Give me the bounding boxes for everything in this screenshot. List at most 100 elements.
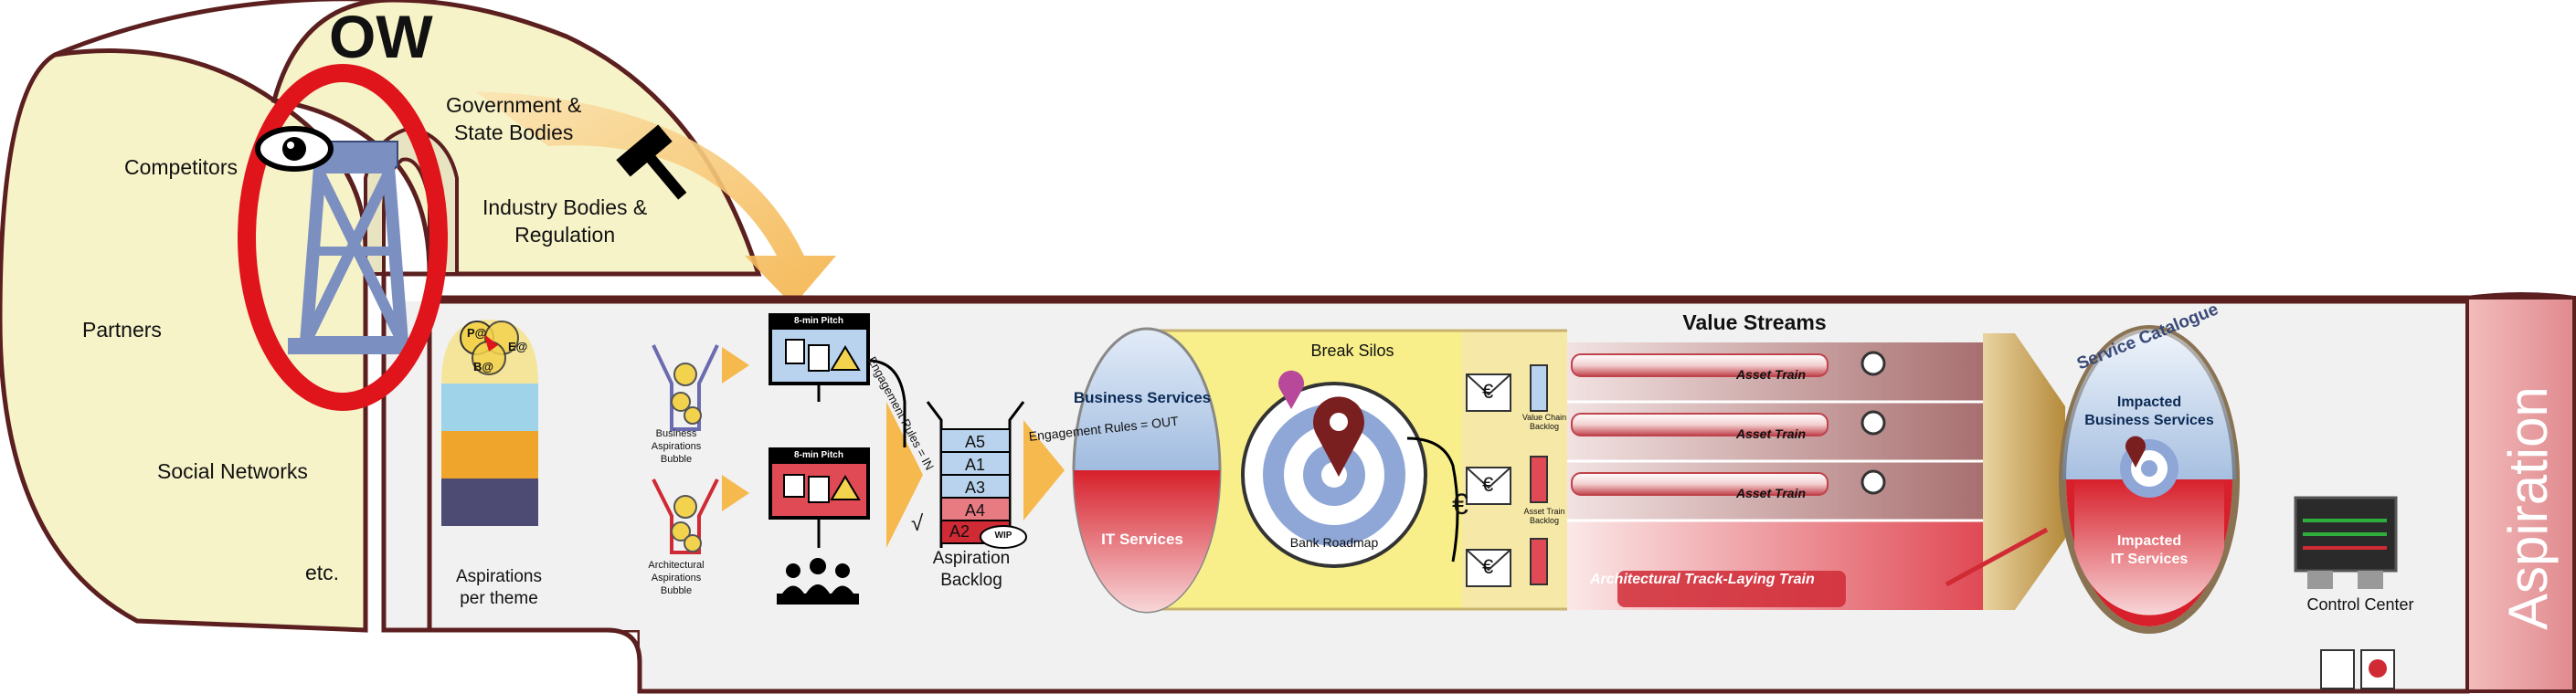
lock-icon <box>783 474 805 498</box>
aspiration-panel-label: Aspiration <box>2497 386 2559 630</box>
social-networks-label: Social Networks <box>157 459 308 483</box>
architectural-aspirations-bubble <box>652 478 719 554</box>
impacted-business-line1: Impacted <box>2116 394 2182 410</box>
ow-region <box>0 0 762 633</box>
asset-train-3-label: Asset Train <box>1736 486 1806 500</box>
venn-e: E@ <box>508 340 528 353</box>
target-icon <box>1241 382 1427 568</box>
asset-train-1-label: Asset Train <box>1736 367 1806 382</box>
asset-train-2-label: Asset Train <box>1736 426 1806 441</box>
partners-label: Partners <box>82 318 162 342</box>
aspiration-panel <box>2465 296 2576 693</box>
service-catalogue <box>2059 325 2240 634</box>
map-pin-icon <box>1313 396 1364 477</box>
venn-b: B@ <box>473 360 494 373</box>
influence-arrow <box>475 91 836 306</box>
pitch-title-bottom: 8-min Pitch <box>794 450 843 460</box>
wip-label: WIP <box>994 531 1012 541</box>
people-icon <box>777 558 859 605</box>
euro-mini-3: € <box>1482 555 1494 578</box>
train-icon <box>1571 351 1886 607</box>
warning-icon <box>830 475 861 500</box>
business-bubble-line3: Bubble <box>660 454 693 465</box>
architectural-bubble-label: Architectural Aspirations Bubble <box>648 559 704 597</box>
roadmap-flow <box>1406 436 1459 563</box>
aspiration-backlog-label: Aspiration Backlog <box>933 548 1011 592</box>
government-line2: State Bodies <box>453 121 574 144</box>
backlog-item-a2: A2 <box>949 522 970 541</box>
aspirations-line1: Aspirations <box>456 567 542 586</box>
ow-title: OW <box>329 3 433 70</box>
business-bubble-line1: Business <box>655 428 697 439</box>
output-funnel <box>1983 333 2065 610</box>
asset-train-backlog-label: Asset Train Backlog <box>1523 507 1564 525</box>
flow-arrow <box>722 347 749 384</box>
business-bubble-line2: Aspirations <box>651 441 702 452</box>
impacted-it-line1: Impacted <box>2116 533 2182 549</box>
competitors-label: Competitors <box>124 155 238 179</box>
architecture-backlog <box>1466 538 1548 587</box>
pitch-title-top: 8-min Pitch <box>794 316 843 326</box>
backlog-item-a4: A4 <box>964 501 986 520</box>
atb-line1: Asset Train <box>1523 507 1565 516</box>
value-chain-backlog-label: Value Chain Backlog <box>1522 413 1566 431</box>
value-streams-title: Value Streams <box>1682 310 1827 334</box>
aspirations-line2: per theme <box>460 589 538 608</box>
wip-badge <box>980 525 1027 549</box>
government-line1: Government & <box>446 93 582 117</box>
industry-line2: Regulation <box>514 223 616 247</box>
business-aspirations-bubble <box>652 344 719 431</box>
architectural-bubble-line3: Bubble <box>660 585 693 596</box>
impacted-business-line2: Business Services <box>2084 413 2214 428</box>
monitor-icon <box>2294 496 2398 689</box>
pitch-board-bottom <box>769 447 870 548</box>
vcb-line1: Value Chain <box>1521 413 1567 422</box>
backlog-line2: Backlog <box>940 571 1002 590</box>
business-services-label: Business Services <box>1073 389 1212 406</box>
pitch-board-top <box>769 313 870 402</box>
aspirations-per-theme-label: Aspirations per theme <box>456 566 542 610</box>
euro-mini-1: € <box>1482 380 1494 403</box>
warning-icon <box>830 345 861 371</box>
architectural-bubble-line2: Aspirations <box>651 573 702 584</box>
gavel-icon <box>616 124 687 200</box>
flow-arrow <box>1023 420 1065 520</box>
engagement-arrow <box>867 359 906 447</box>
value-chain-backlog <box>1466 364 1548 412</box>
backlog-item-a1: A1 <box>964 456 986 474</box>
highlight-circle <box>238 64 448 411</box>
flow-arrow <box>722 475 749 511</box>
backlog-item-a3: A3 <box>964 478 986 497</box>
industry-line1: Industry Bodies & <box>482 195 648 219</box>
break-silos-label: Break Silos <box>1310 342 1394 360</box>
asset-train-backlog <box>1466 456 1548 505</box>
track-line <box>1945 527 2049 587</box>
flow-arrow <box>886 402 923 548</box>
bank-roadmap-label: Bank Roadmap <box>1289 535 1379 550</box>
atb-line2: Backlog <box>1529 516 1560 525</box>
impacted-it-line2: IT Services <box>2110 552 2189 567</box>
backlog-item-a5: A5 <box>964 433 986 451</box>
map-pin-icon <box>1278 370 1304 409</box>
aspiration-backlog <box>926 401 1027 549</box>
tower-icon <box>288 141 416 354</box>
check-mark: √ <box>911 511 924 536</box>
industry-label: Industry Bodies & Regulation <box>482 194 647 248</box>
backlog-line1: Aspiration <box>932 549 1011 568</box>
euro-icon: € <box>1452 488 1468 520</box>
eye-icon <box>255 126 334 172</box>
euro-mini-2: € <box>1482 473 1494 496</box>
government-label: Government & State Bodies <box>446 91 581 146</box>
vcb-line2: Backlog <box>1529 422 1560 431</box>
aspirations-per-theme <box>441 320 538 526</box>
business-bubble-label: Business Aspirations Bubble <box>652 427 701 466</box>
track-laying-train-label: Architectural Track-Laying Train <box>1590 572 1815 587</box>
architectural-bubble-line1: Architectural <box>648 560 705 571</box>
etc-label: etc. <box>305 561 340 584</box>
it-services-label: IT Services <box>1101 531 1183 548</box>
control-center-label: Control Center <box>2306 595 2414 614</box>
impacted-it-label: Impacted IT Services <box>2111 532 2189 569</box>
services-ellipse <box>1072 327 1222 614</box>
venn-p: P@ <box>467 326 487 340</box>
